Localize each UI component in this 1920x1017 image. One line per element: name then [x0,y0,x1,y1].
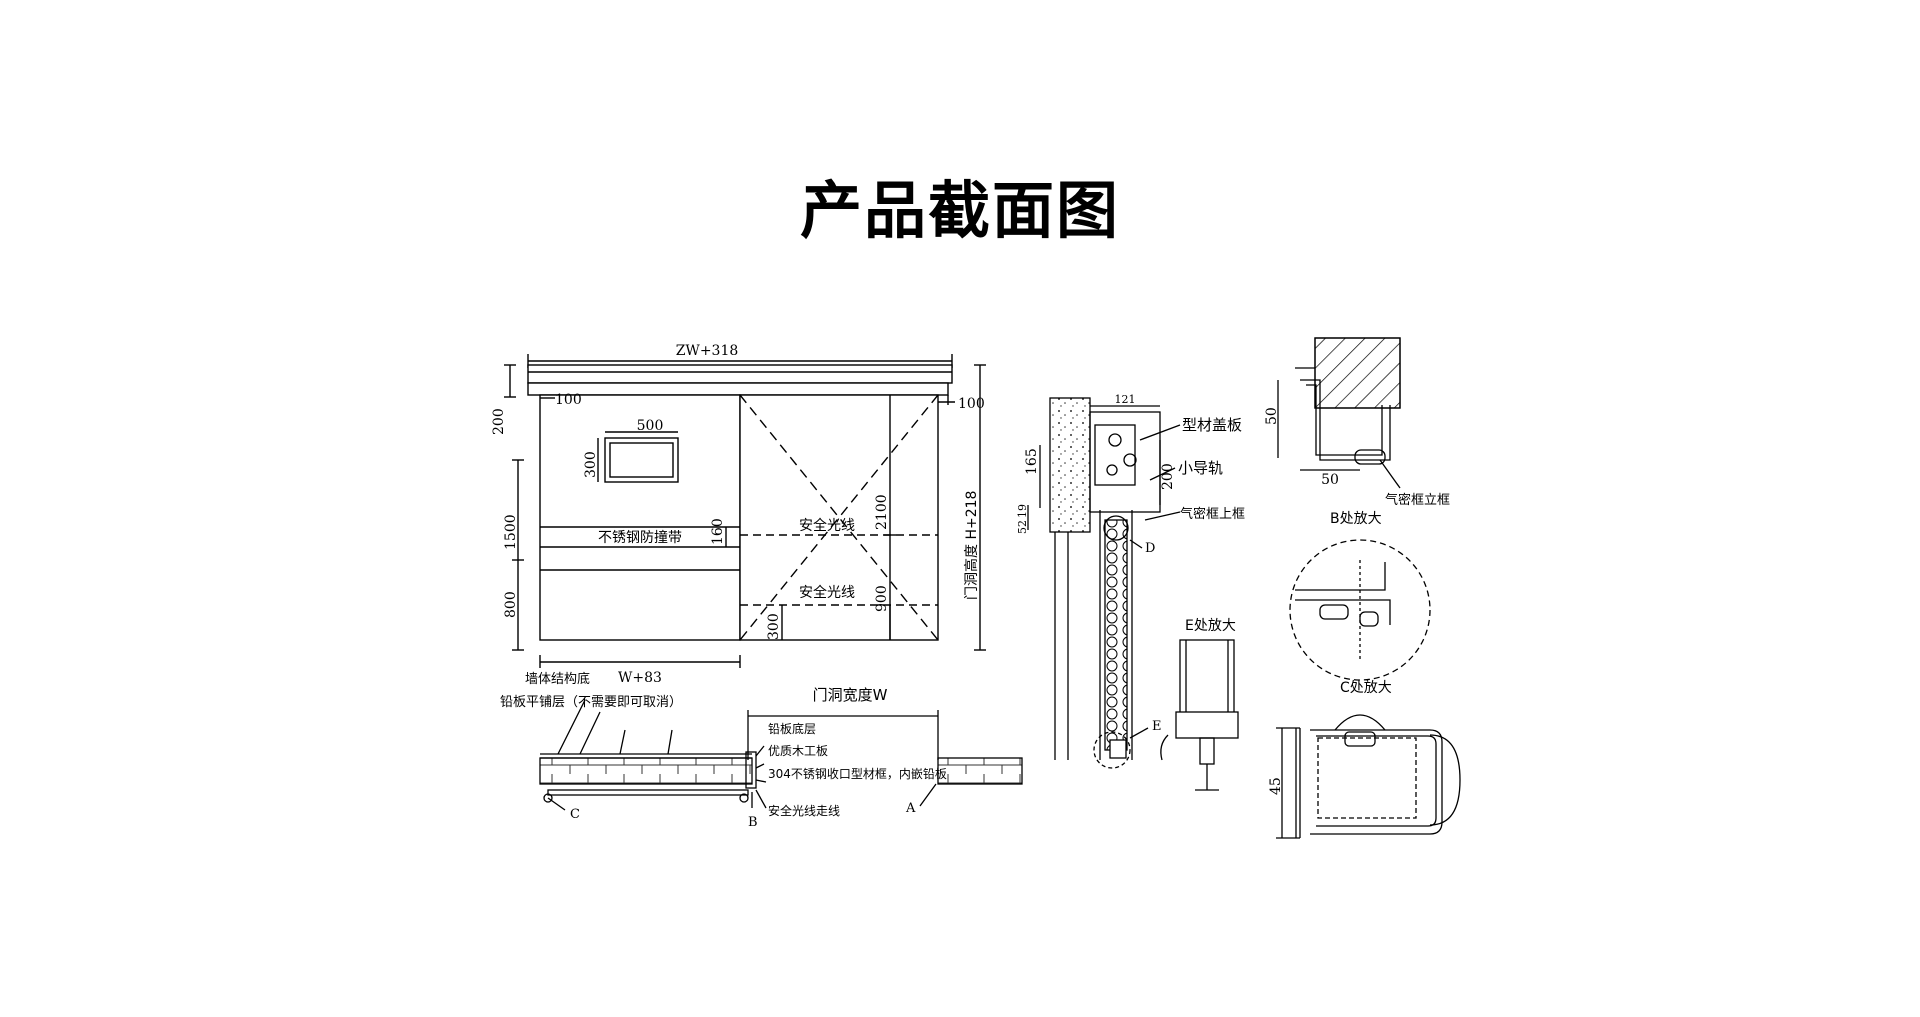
guard-band-label: 不锈钢防撞带 [598,530,682,546]
dim-opening-height: 门洞高度 H+218 [963,491,980,600]
dim-50-horizontal: 50 [1321,472,1339,488]
opening-width-label: 门洞宽度W [813,686,888,704]
wood-board-label: 优质木工板 [768,744,828,758]
elevation-labels: ZW+318 100 100 200 500 300 不锈钢防撞带 160 15… [491,343,985,686]
detail-c-label: C处放大 [1340,680,1392,696]
plan-section [539,699,1023,811]
dim-top-gap-right: 100 [958,396,985,412]
dim-52: 52 [1016,520,1029,534]
vertical-frame-label: 气密框立框 [1385,492,1450,508]
light-line-2: 安全光线 [799,584,855,601]
dim-height-300: 300 [766,613,782,640]
detail-c-circle [1289,539,1431,681]
label-e: E [1152,719,1162,734]
dim-19: 19 [1016,504,1029,518]
dim-left-800: 800 [503,591,519,618]
dim-guard-band-height: 160 [710,518,726,545]
detail-b-label: B处放大 [1330,511,1382,527]
dim-leaf-width: W+83 [618,670,662,686]
dim-left-1500: 1500 [503,514,519,550]
frame-label: 304不锈钢收口型材框，内嵌铅板 [768,767,947,781]
detail-e-drawing [1160,639,1239,791]
small-rail-label: 小导轨 [1178,459,1223,477]
dim-window-height: 300 [583,451,599,478]
detail-b-drawing [1277,337,1401,489]
dim-total-width: ZW+318 [676,343,739,359]
light-line-1: 安全光线 [799,517,855,534]
detail-e-label: E处放大 [1185,618,1236,634]
dim-121: 121 [1115,393,1136,406]
dim-top-gap-left: 100 [555,392,582,408]
dim-header-height: 200 [491,408,507,435]
lead-base-label: 铅板底层 [768,721,816,736]
side-section-labels: 121 165 200 19 52 型材盖板 小导轨 气密框上框 D E E处放… [1016,393,1245,734]
dim-200: 200 [1160,463,1176,490]
dim-45: 45 [1268,777,1284,795]
label-a: A [905,801,916,816]
dim-window-width: 500 [637,418,664,434]
label-b: B [748,815,758,830]
wall-base-label: 墙体结构底 [525,671,590,687]
cover-plate-label: 型材盖板 [1182,416,1242,434]
lead-layer-label: 铅板平铺层（不需要即可取消） [500,695,682,710]
dim-height-900: 900 [874,585,890,612]
top-frame-label: 气密框上框 [1180,506,1245,522]
dim-165: 165 [1024,448,1040,475]
label-d: D [1145,541,1155,556]
detail-profile-drawing [1276,714,1461,839]
plan-section-labels: 墙体结构底 铅板平铺层（不需要即可取消） 门洞宽度W 铅板底层 优质木工板 30… [500,671,947,830]
page-title: 产品截面图 [799,174,1120,247]
detail-b-labels: 50 50 气密框立框 B处放大 [1264,407,1450,527]
light-wiring-label: 安全光线走线 [768,803,840,818]
door-elevation [504,354,986,668]
dim-50-vertical: 50 [1264,407,1280,425]
label-c: C [570,807,580,822]
side-section [1027,397,1181,769]
dim-height-2100: 2100 [874,494,890,530]
